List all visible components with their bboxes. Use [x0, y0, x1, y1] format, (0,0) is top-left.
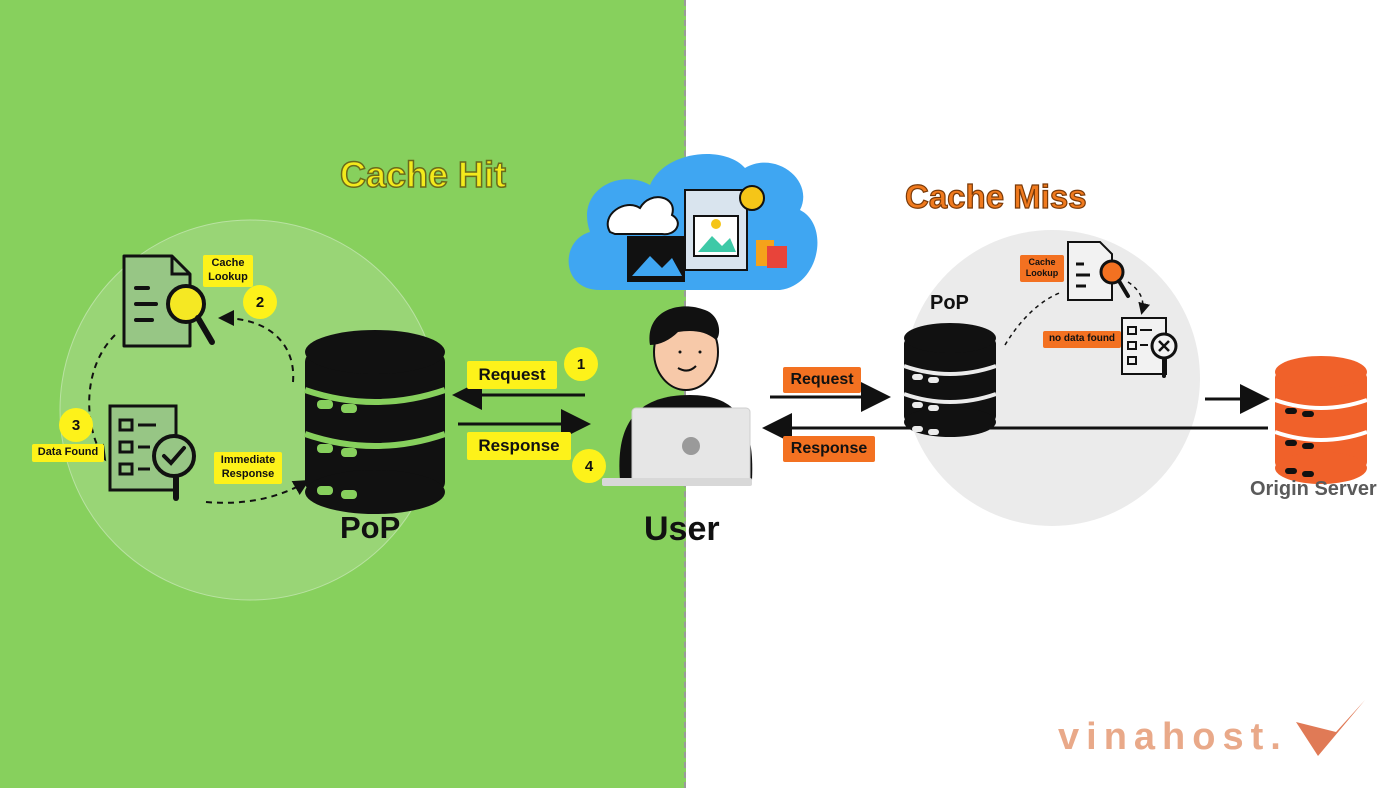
cache-miss-title: Cache Miss	[904, 177, 1087, 215]
user-avatar-icon	[602, 306, 753, 486]
dashed-arrow-found-to-pop	[205, 479, 310, 504]
miss-checklist-notfound-icon	[1121, 317, 1178, 378]
origin-server-icon	[1274, 356, 1368, 484]
step-1-badge: 1	[564, 347, 598, 381]
brand-logo-text: vinahost.	[1058, 716, 1288, 758]
miss-dashed-lookup-to-nodata	[1127, 281, 1150, 315]
miss-document-search-icon	[1067, 241, 1130, 301]
miss-cache-lookup-label: Cache Lookup	[1020, 255, 1064, 282]
hit-data-found-label: Data Found	[32, 444, 104, 462]
hit-immediate-response-label: Immediate Response	[214, 452, 282, 484]
panel-divider	[684, 0, 686, 788]
hit-request-label: Request	[467, 361, 557, 389]
miss-no-data-found-label: no data found	[1043, 331, 1121, 348]
dashed-arrow-lookup-to-found	[88, 334, 116, 462]
miss-request-label: Request	[783, 367, 861, 393]
step-2-badge: 2	[243, 285, 277, 319]
checklist-found-icon	[108, 404, 196, 501]
miss-pop-circle	[904, 230, 1200, 526]
hit-response-label: Response	[467, 432, 571, 460]
miss-response-label: Response	[783, 436, 875, 462]
origin-server-label: Origin Server	[1250, 478, 1377, 500]
pop-database-icon	[304, 330, 446, 514]
user-label: User	[644, 510, 720, 548]
miss-pop-database-icon	[903, 323, 997, 437]
miss-dashed-pop-to-lookup	[1004, 291, 1063, 346]
brand-check-icon	[1296, 700, 1365, 756]
content-cloud-icon	[568, 153, 818, 290]
document-search-icon	[122, 254, 215, 348]
miss-pop-label: PoP	[930, 292, 969, 314]
dashed-arrow-pop-to-lookup	[218, 310, 295, 383]
hit-pop-label: PoP	[340, 510, 401, 545]
hit-cache-lookup-label: Cache Lookup	[203, 255, 253, 287]
cache-hit-title: Cache Hit	[339, 153, 507, 196]
step-3-badge: 3	[59, 408, 93, 442]
step-4-badge: 4	[572, 449, 606, 483]
